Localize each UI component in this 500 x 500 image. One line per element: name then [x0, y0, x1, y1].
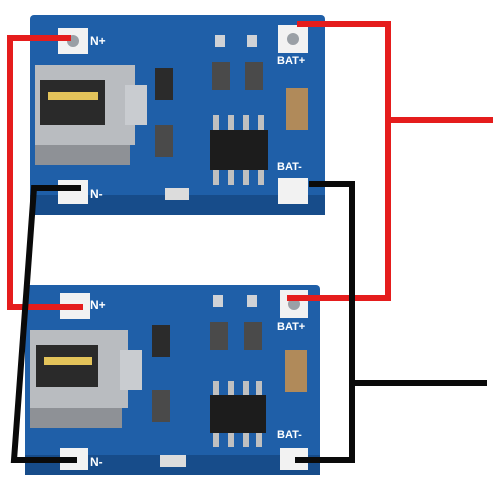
led-red: [213, 295, 223, 307]
label-in-plus: N+: [90, 34, 106, 48]
smd-resistor: [152, 325, 170, 357]
label-bat-plus: BAT+: [277, 321, 305, 333]
smd-resistor: [160, 455, 186, 467]
smd-capacitor: [210, 322, 228, 350]
led-green: [247, 35, 257, 47]
mini-usb-connector: [30, 330, 142, 428]
smd-capacitor: [244, 322, 262, 350]
charger-board-top: N+ N- BAT+ BAT-: [30, 15, 325, 215]
charger-ic: [210, 115, 268, 185]
pcb-shade: [30, 195, 325, 215]
tantalum-capacitor: [285, 350, 307, 392]
label-in-minus: N-: [90, 187, 103, 201]
wire-battery-negative: [295, 181, 355, 463]
smd-resistor: [165, 188, 189, 200]
wire-input-negative: [10, 185, 81, 463]
led-red: [215, 35, 225, 47]
wire-battery-positive: [287, 21, 391, 301]
mini-usb-connector: [35, 65, 147, 165]
led-green: [247, 295, 257, 307]
bat-minus-pad: [278, 178, 308, 204]
label-in-minus: N-: [90, 455, 103, 469]
tantalum-capacitor: [286, 88, 308, 130]
wiring: [7, 21, 493, 463]
smd-resistor: [155, 68, 173, 100]
bat-minus-pad: [280, 448, 308, 470]
smd-resistor: [152, 390, 170, 422]
smd-resistor: [155, 125, 173, 157]
charger-board-bottom: N+ N- BAT+ BAT-: [25, 285, 320, 475]
charger-ic: [210, 381, 266, 447]
label-bat-minus: BAT-: [277, 161, 302, 173]
pad-hole: [287, 33, 299, 45]
smd-capacitor: [212, 62, 230, 90]
label-bat-plus: BAT+: [277, 55, 305, 67]
wire-input-positive: [7, 35, 83, 310]
smd-capacitor: [245, 62, 263, 90]
label-in-plus: N+: [90, 298, 106, 312]
label-bat-minus: BAT-: [277, 429, 302, 441]
in-minus-pad: [58, 180, 88, 204]
